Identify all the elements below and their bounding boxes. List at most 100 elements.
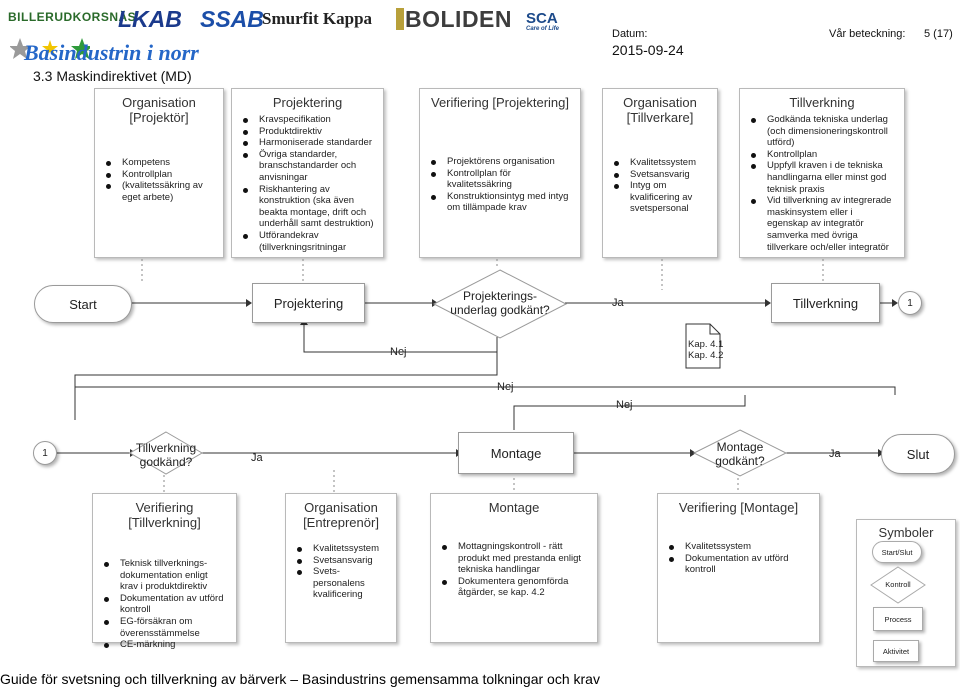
projektering-node: Projektering bbox=[252, 283, 365, 323]
box-verifiering-tillverkning: Verifiering [Tillverkning] Teknisk tillv… bbox=[92, 493, 237, 650]
decision-label: Tillverkning godkänd? bbox=[135, 441, 197, 469]
sca-logo: SCA bbox=[526, 10, 558, 27]
tillverkning-node: Tillverkning bbox=[771, 283, 880, 323]
slut-node: Slut bbox=[881, 434, 955, 474]
billerudkorsnas-logo: BILLERUDKORSNÄS bbox=[8, 10, 137, 24]
decision-projekteringsunderlag bbox=[432, 269, 568, 339]
list-item: Kvalitetssystem bbox=[294, 543, 388, 555]
sca-tagline: Care of Life bbox=[526, 26, 560, 32]
montage-node: Montage bbox=[458, 432, 574, 474]
list-item: Konstruktionsintyg med intyg om tillämpa… bbox=[428, 191, 572, 214]
list-item: Kvalitetssystem bbox=[611, 157, 709, 169]
list-item: Dokumentera genomförda åtgärder, se kap.… bbox=[439, 576, 589, 599]
list-item: Intyg om kvalificering av svetspersonal bbox=[611, 180, 709, 215]
box-title: Organisation [Projektör] bbox=[122, 95, 196, 125]
bullet-list: Kvalitetssystem Svetsansvarig Svets-pers… bbox=[294, 543, 388, 601]
slut-label: Slut bbox=[906, 446, 930, 462]
ja-label: Ja bbox=[612, 297, 624, 309]
bullet-list: Kvalitetssystem Svetsansvarig Intyg om k… bbox=[611, 157, 709, 215]
bullet-list: Godkända tekniska underlag (och dimensio… bbox=[748, 114, 896, 253]
bullet-list: Projektörens organisation Kontrollplan f… bbox=[428, 156, 572, 214]
list-item: Svetsansvarig bbox=[611, 169, 709, 181]
page-number: 5 (17) bbox=[924, 28, 953, 40]
decision-montage-godkant bbox=[692, 429, 788, 477]
connector-1-out: 1 bbox=[898, 291, 922, 315]
boliden-logo-mark bbox=[396, 8, 404, 30]
legend-kontroll-diamond bbox=[870, 566, 926, 604]
document-icon bbox=[685, 323, 721, 369]
ja-label: Ja bbox=[251, 452, 263, 464]
list-item: CE-märkning bbox=[101, 639, 228, 651]
nej-label: Nej bbox=[390, 346, 407, 358]
connector-1-in: 1 bbox=[33, 441, 57, 465]
list-item: Kontrollplan bbox=[103, 169, 215, 181]
box-title: Verifiering [Tillverkning] bbox=[128, 500, 201, 530]
list-item: Dokumentation av utförd kontroll bbox=[101, 593, 228, 616]
box-title: Organisation [Entreprenör] bbox=[303, 500, 379, 530]
box-title: Verifiering [Projektering] bbox=[430, 95, 569, 110]
legend-label: Process bbox=[884, 614, 912, 624]
list-item: Kompetens bbox=[103, 157, 215, 169]
list-item: Godkända tekniska underlag (och dimensio… bbox=[748, 114, 896, 149]
start-label: Start bbox=[69, 296, 97, 312]
nej-label: Nej bbox=[616, 399, 633, 411]
list-item: Kontrollplan bbox=[748, 149, 896, 161]
box-organisation-projektor: Organisation [Projektör] Kompetens Kontr… bbox=[94, 88, 224, 258]
document-title: 3.3 Maskindirektivet (MD) bbox=[33, 68, 192, 84]
legend-start-slut: Start/Slut bbox=[872, 541, 922, 563]
legend-aktivitet: Aktivitet bbox=[873, 640, 919, 662]
list-item: Mottagningskontroll - rätt produkt med p… bbox=[439, 541, 589, 576]
beteckning-label: Vår beteckning: bbox=[829, 28, 906, 40]
nej-label: Nej bbox=[497, 381, 514, 393]
legend-label: Kontroll bbox=[885, 580, 911, 589]
box-organisation-entreprenor: Organisation [Entreprenör] Kvalitetssyst… bbox=[285, 493, 397, 643]
ja-label: Ja bbox=[829, 448, 841, 460]
list-item: Produktdirektiv bbox=[240, 126, 375, 138]
list-item: Harmoniserade standarder bbox=[240, 137, 375, 149]
list-item: EG-försäkran om överensstämmelse bbox=[101, 616, 228, 639]
list-item: (kvalitetssäkring av eget arbete) bbox=[103, 180, 215, 203]
start-node: Start bbox=[34, 285, 132, 323]
bullet-list: Mottagningskontroll - rätt produkt med p… bbox=[439, 541, 589, 599]
document-reference: Kap. 4.1 Kap. 4.2 bbox=[688, 339, 724, 361]
box-verifiering-montage: Verifiering [Montage] Kvalitetssystem Do… bbox=[657, 493, 820, 643]
box-tillverkning: Tillverkning Godkända tekniska underlag … bbox=[739, 88, 905, 258]
list-item: Utförandekrav (tillverkningsritningar bbox=[240, 230, 375, 253]
list-item: Kontrollplan för kvalitetssäkring bbox=[428, 168, 572, 191]
box-projektering: Projektering Kravspecifikation Produktdi… bbox=[231, 88, 384, 258]
boliden-logo: BOLIDEN bbox=[405, 6, 512, 32]
decision-label: Montage godkänt? bbox=[715, 440, 765, 468]
box-title: Montage bbox=[488, 500, 540, 515]
list-item: Vid tillverkning av integrerade maskinsy… bbox=[748, 195, 896, 253]
ssab-logo: SSAB bbox=[200, 6, 264, 32]
basindustrin-logo: Basindustrin i norr bbox=[24, 40, 199, 65]
montage-label: Montage bbox=[490, 445, 542, 461]
bullet-list: Kravspecifikation Produktdirektiv Harmon… bbox=[240, 114, 375, 253]
box-verifiering-projektering: Verifiering [Projektering] Projektörens … bbox=[419, 88, 581, 258]
legend-label: Aktivitet bbox=[882, 646, 910, 656]
decision-label: Projekterings- underlag godkänt? bbox=[450, 289, 550, 317]
connector-label: 1 bbox=[42, 447, 48, 459]
list-item: Riskhantering av konstruktion (ska även … bbox=[240, 184, 375, 230]
list-item: Svetsansvarig bbox=[294, 555, 388, 567]
list-item: Kravspecifikation bbox=[240, 114, 375, 126]
smurfit-kappa-logo: Smurfit Kappa bbox=[262, 9, 373, 28]
bullet-list: Kvalitetssystem Dokumentation av utförd … bbox=[666, 541, 811, 576]
datum-label: Datum: bbox=[612, 28, 648, 40]
bullet-list: Kompetens Kontrollplan (kvalitetssäkring… bbox=[103, 157, 215, 203]
tillverkning-label: Tillverkning bbox=[792, 295, 859, 311]
connector-label: 1 bbox=[907, 297, 913, 309]
decision-tillverkning-godkand bbox=[129, 431, 203, 475]
legend-title: Symboler bbox=[878, 525, 934, 540]
lkab-logo: LKAB bbox=[118, 6, 182, 32]
list-item: Projektörens organisation bbox=[428, 156, 572, 168]
box-montage: Montage Mottagningskontroll - rätt produ… bbox=[430, 493, 598, 643]
box-title: Verifiering [Montage] bbox=[678, 500, 799, 515]
legend-label: Start/Slut bbox=[881, 547, 913, 557]
footer-text: Guide för svetsning och tillverkning av … bbox=[0, 671, 600, 687]
datum-value: 2015-09-24 bbox=[612, 42, 684, 58]
bullet-list: Teknisk tillverknings-dokumentation enli… bbox=[101, 558, 228, 651]
stars-icon bbox=[10, 38, 90, 59]
list-item: Uppfyll kraven i de tekniska handlingarn… bbox=[748, 160, 896, 195]
list-item: Kvalitetssystem bbox=[666, 541, 811, 553]
